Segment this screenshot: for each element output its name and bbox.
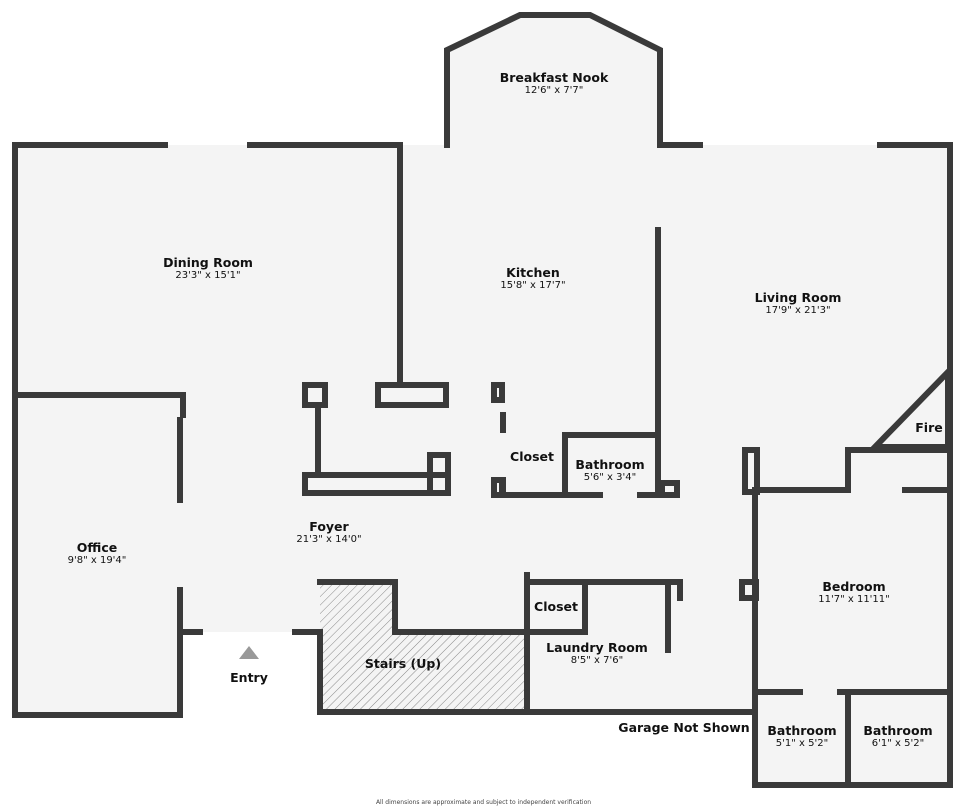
room-dim: 11'7" x 11'11" [818,594,890,605]
room-dim: 5'1" x 5'2" [775,738,829,749]
room-name: Foyer [309,519,349,534]
room-closet-2: Closet [534,599,578,614]
room-name: Living Room [754,290,842,305]
room-stairs: Stairs (Up) [365,656,441,671]
room-dim: 8'5" x 7'6" [570,655,624,666]
room-name: Closet [534,599,578,614]
room-name: Closet [510,449,554,464]
room-name: Laundry Room [546,640,648,655]
fireplace: Fire [915,420,942,435]
room-name: Bathroom [767,723,837,738]
floor-area [15,15,950,785]
disclaimer: All dimensions are approximate and subje… [375,799,592,806]
room-closet: Closet [510,449,554,464]
room-dim: 23'3" x 15'1" [175,270,241,281]
room-name: Bathroom [863,723,933,738]
walls [12,12,953,788]
room-dim: 17'9" x 21'3" [765,305,831,316]
entry-label: Entry [230,670,268,685]
room-name: Office [76,540,118,555]
room-dim: 9'8" x 19'4" [67,555,127,566]
room-name: Bathroom [575,457,645,472]
room-name: Kitchen [506,265,560,280]
room-dim: 5'6" x 3'4" [583,472,637,483]
room-name: Bedroom [822,579,886,594]
stairs-hatch [320,582,527,712]
room-dim: 12'6" x 7'7" [524,85,584,96]
room-dim: 6'1" x 5'2" [871,738,925,749]
room-name: Dining Room [163,255,253,270]
entry-arrow-icon [239,646,259,659]
room-name: Stairs (Up) [364,656,442,671]
room-dim: 15'8" x 17'7" [500,280,566,291]
garage-note: Garage Not Shown [618,720,750,735]
room-dim: 21'3" x 14'0" [296,534,362,545]
room-name: Fire [915,420,943,435]
room-name: Breakfast Nook [499,70,609,85]
